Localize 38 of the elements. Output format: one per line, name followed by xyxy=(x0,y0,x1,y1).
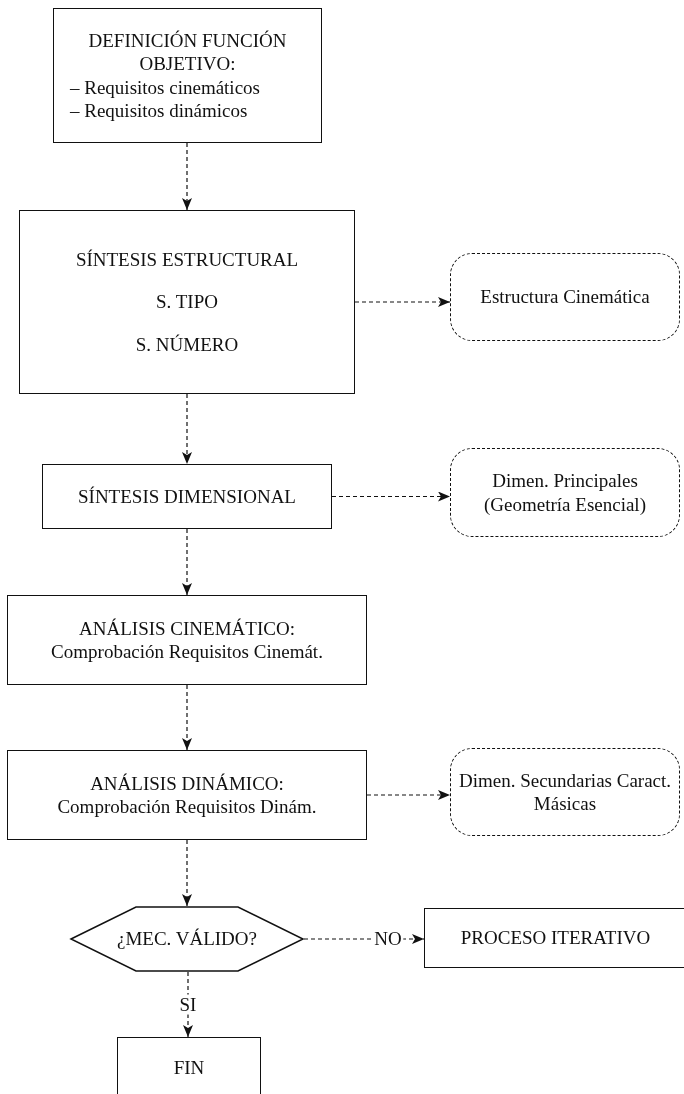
process-box xyxy=(7,595,367,685)
arrow xyxy=(182,528,192,596)
node-text: Comprobación Requisitos Cinemát. xyxy=(51,640,323,664)
result-box xyxy=(450,448,680,537)
process-box xyxy=(42,464,332,529)
node-text: Comprobación Requisitos Dinám. xyxy=(57,795,317,819)
arrow xyxy=(182,142,192,211)
process-box xyxy=(19,210,355,394)
node-text: ANÁLISIS DINÁMICO: xyxy=(90,771,284,795)
node-text: SÍNTESIS ESTRUCTURAL xyxy=(75,248,299,272)
edge-label: SI xyxy=(177,994,199,1015)
process-box xyxy=(424,908,684,968)
arrow xyxy=(182,393,192,465)
result-box xyxy=(450,253,680,341)
node-text: S. TIPO xyxy=(156,290,218,314)
node-text: ¿MEC. VÁLIDO? xyxy=(117,927,257,951)
node-text: Dimen. Secundarias Caract. Másicas xyxy=(457,768,673,816)
node-text: Estructura Cinemática xyxy=(480,285,650,309)
node-text: DEFINICIÓN FUNCIÓN OBJETIVO: xyxy=(87,29,288,76)
arrow xyxy=(366,790,451,800)
arrow xyxy=(331,491,451,502)
node-text: FIN xyxy=(173,1055,205,1080)
result-box xyxy=(450,748,680,836)
node-text: – Requisitos dinámicos xyxy=(70,98,248,122)
node-text: ANÁLISIS CINEMÁTICO: xyxy=(79,616,295,640)
process-box xyxy=(7,750,367,840)
arrow xyxy=(182,839,192,907)
arrow xyxy=(183,971,193,1038)
node-text: PROCESO ITERATIVO xyxy=(460,926,651,950)
arrow xyxy=(182,684,192,751)
node-text: Dimen. Principales (Geometría Esencial) xyxy=(483,469,647,516)
process-box xyxy=(117,1037,261,1094)
decision-hexagon xyxy=(70,906,304,972)
arrow xyxy=(354,297,451,307)
process-box xyxy=(53,8,322,143)
node-text: SÍNTESIS DIMENSIONAL xyxy=(78,484,296,509)
node-text: S. NÚMERO xyxy=(135,332,239,356)
node-text: – Requisitos cinemáticos xyxy=(70,75,260,99)
